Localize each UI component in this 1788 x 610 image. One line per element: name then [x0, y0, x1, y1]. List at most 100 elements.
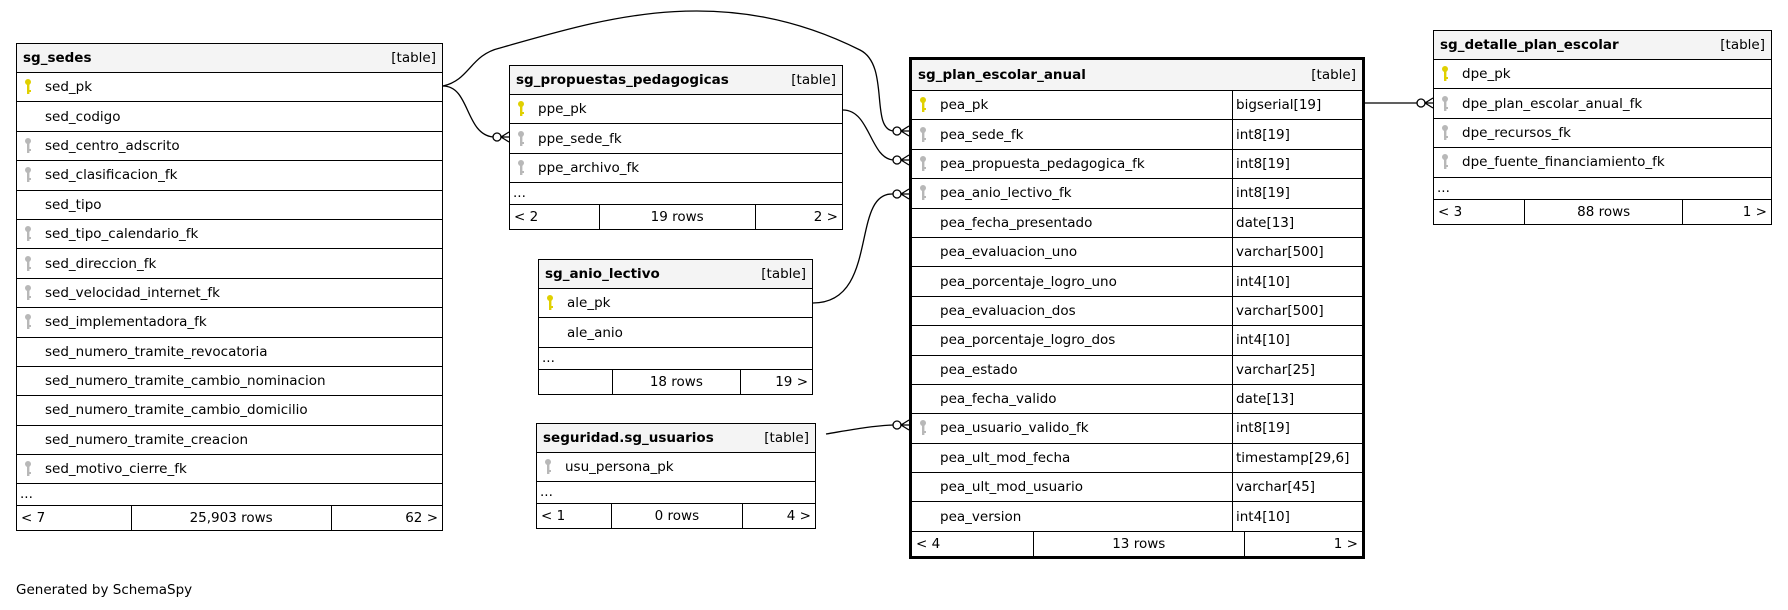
column-row[interactable]: dpe_fuente_financiamiento_fk	[1434, 148, 1771, 178]
column-row[interactable]: ale_pk	[539, 289, 812, 319]
children-count[interactable]: 1 >	[1742, 203, 1767, 220]
crows-foot-zero-many-icon	[892, 154, 910, 166]
no-key-spacer	[918, 273, 928, 291]
more-columns: ...	[537, 482, 815, 505]
column-name: pea_evaluacion_dos	[940, 302, 1076, 319]
column-name: pea_sede_fk	[940, 126, 1024, 143]
column-type: date[13]	[1232, 208, 1362, 237]
column-name: ale_anio	[567, 324, 623, 341]
column-row[interactable]: usu_persona_pk	[537, 453, 815, 483]
column-name: sed_implementadora_fk	[45, 314, 207, 331]
table-header: seguridad.sg_usuarios[table]	[537, 424, 815, 453]
column-row[interactable]: sed_tipo_calendario_fk	[17, 220, 442, 250]
foreign-key-icon	[23, 284, 33, 302]
column-row[interactable]: sed_numero_tramite_creacion	[17, 426, 442, 456]
column-row[interactable]: pea_evaluacion_dos varchar[500]	[912, 296, 1362, 327]
table-kind: [table]	[391, 50, 436, 66]
parents-count[interactable]: < 3	[1434, 199, 1525, 224]
column-row[interactable]: sed_codigo	[17, 102, 442, 132]
column-row[interactable]: dpe_pk	[1434, 60, 1771, 90]
children-count[interactable]: 1 >	[1333, 535, 1358, 552]
column-type: varchar[500]	[1232, 296, 1362, 326]
column-name: dpe_recursos_fk	[1462, 124, 1571, 141]
column-row[interactable]: sed_numero_tramite_cambio_domicilio	[17, 396, 442, 426]
column-type: int8[19]	[1232, 149, 1362, 179]
parents-count[interactable]	[539, 369, 613, 394]
column-name: ppe_pk	[538, 101, 587, 118]
column-name: pea_fecha_valido	[940, 391, 1057, 408]
parents-count[interactable]: < 7	[17, 506, 132, 531]
row-count: 18 rows	[613, 369, 742, 394]
table-name[interactable]: sg_detalle_plan_escolar	[1440, 37, 1619, 53]
children-count[interactable]: 19 >	[775, 373, 808, 390]
column-row[interactable]: ppe_sede_fk	[510, 124, 842, 154]
parents-count[interactable]: < 1	[537, 504, 613, 529]
foreign-key-icon	[23, 137, 33, 155]
column-row[interactable]: sed_direccion_fk	[17, 249, 442, 279]
table-name[interactable]: sg_anio_lectivo	[545, 266, 660, 282]
column-row[interactable]: sed_implementadora_fk	[17, 308, 442, 338]
column-row[interactable]: sed_pk	[17, 73, 442, 103]
column-row[interactable]: sed_numero_tramite_cambio_nominacion	[17, 367, 442, 397]
column-row[interactable]: ppe_archivo_fk	[510, 154, 842, 184]
column-name: sed_direccion_fk	[45, 255, 157, 272]
table-name[interactable]: sg_propuestas_pedagogicas	[516, 72, 729, 88]
table-name[interactable]: sg_plan_escolar_anual	[918, 67, 1086, 83]
edge-sedes-propuestas	[442, 85, 494, 138]
column-row[interactable]: sed_tipo	[17, 191, 442, 220]
parents-count[interactable]: < 4	[912, 531, 1034, 556]
column-row[interactable]: sed_centro_adscrito	[17, 132, 442, 162]
column-row[interactable]: sed_numero_tramite_revocatoria	[17, 338, 442, 367]
column-type: varchar[25]	[1232, 355, 1362, 384]
column-row[interactable]: ppe_pk	[510, 95, 842, 125]
column-row[interactable]: dpe_plan_escolar_anual_fk	[1434, 89, 1771, 119]
row-count: 13 rows	[1034, 531, 1245, 556]
column-row[interactable]: sed_motivo_cierre_fk	[17, 455, 442, 485]
children-count[interactable]: 4 >	[786, 508, 811, 525]
edge-anio-plan	[812, 193, 894, 304]
column-row[interactable]: dpe_recursos_fk	[1434, 119, 1771, 149]
no-key-spacer	[545, 324, 555, 342]
column-row[interactable]: sed_clasificacion_fk	[17, 161, 442, 191]
column-name: ppe_sede_fk	[538, 130, 622, 147]
column-type: int4[10]	[1232, 502, 1362, 531]
foreign-key-icon	[918, 155, 928, 173]
column-name: sed_numero_tramite_revocatoria	[45, 343, 268, 360]
primary-key-icon	[23, 78, 33, 96]
foreign-key-icon	[918, 419, 928, 437]
more-columns: ...	[510, 183, 842, 206]
parents-count[interactable]: < 2	[510, 205, 600, 230]
column-row[interactable]: ale_anio	[539, 318, 812, 348]
table-seguridad-sg-usuarios[interactable]: seguridad.sg_usuarios[table]usu_persona_…	[536, 423, 816, 530]
table-kind: [table]	[1311, 67, 1356, 83]
column-type: timestamp[29,6]	[1232, 443, 1362, 473]
table-name[interactable]: sg_sedes	[23, 50, 92, 66]
children-count[interactable]: 2 >	[813, 209, 838, 226]
table-name[interactable]: seguridad.sg_usuarios	[543, 430, 714, 446]
row-count: 25,903 rows	[132, 506, 332, 531]
column-row[interactable]: sed_velocidad_internet_fk	[17, 279, 442, 309]
children-count[interactable]: 62 >	[405, 510, 438, 527]
column-type: int4[10]	[1232, 267, 1362, 296]
